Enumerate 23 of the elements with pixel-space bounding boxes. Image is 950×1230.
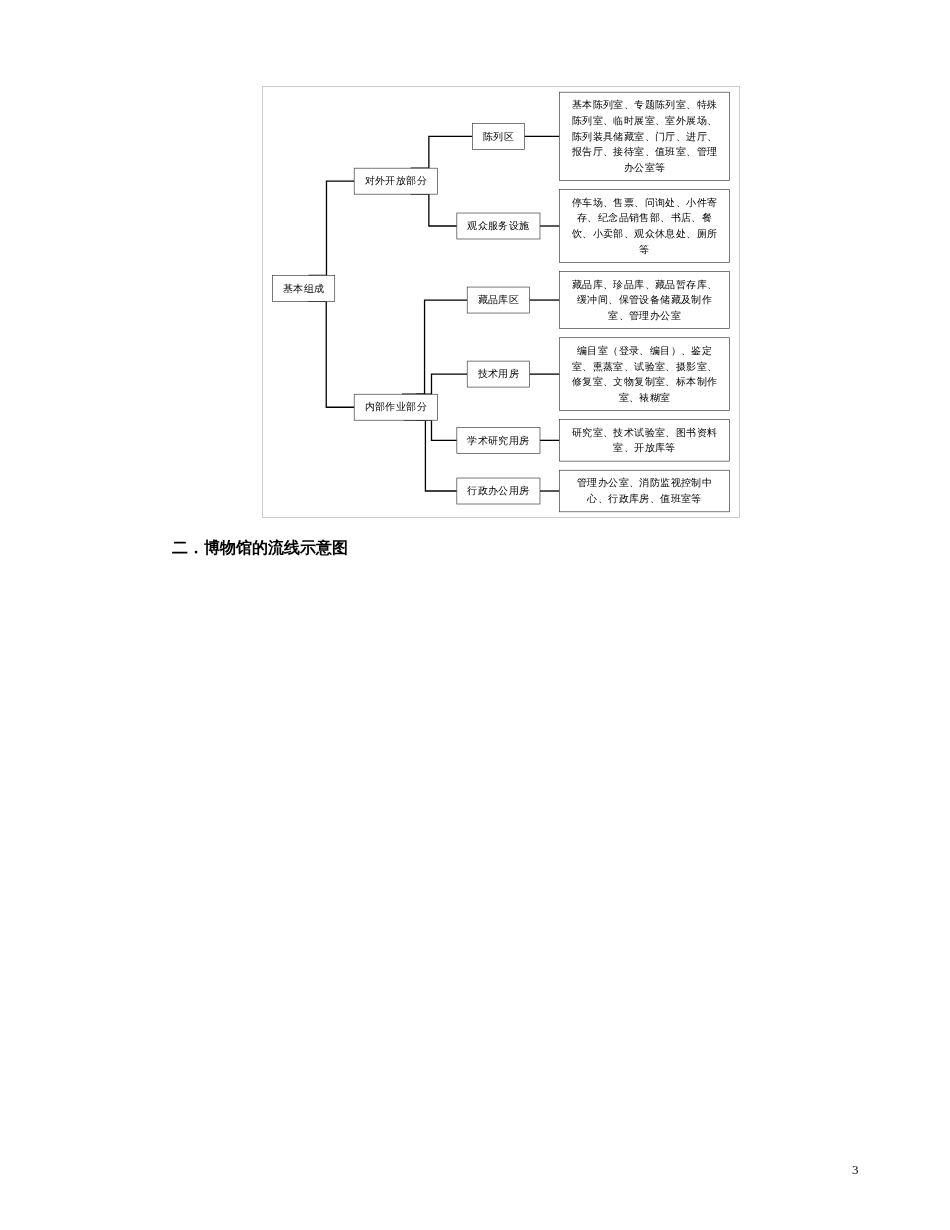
connector <box>539 439 561 441</box>
node-box: 技术用房 <box>466 360 530 388</box>
node-box: 观众服务设施 <box>456 212 541 240</box>
node-box: 基本陈列室、专题陈列室、特殊陈列室、临时展室、室外展场、陈列装具储藏室、门厅、进厅、报告厅、接待室、值班室、管理办公室等 <box>559 91 730 181</box>
node-box: 对外开放部分 <box>353 167 438 195</box>
connector <box>523 135 561 137</box>
node-box: 内部作业部分 <box>353 393 438 421</box>
node-box: 基本组成 <box>272 275 336 302</box>
section-heading: 二．博物馆的流线示意图 <box>172 538 348 559</box>
node-box: 藏品库区 <box>466 286 530 314</box>
node-box: 学术研究用房 <box>456 427 541 454</box>
connector <box>528 373 561 375</box>
connector <box>528 299 561 301</box>
page-number: 3 <box>852 1162 859 1178</box>
node-box: 停车场、售票、问询处、小件寄存、纪念品销售部、书店、餐饮、小卖部、观众休息处、厕所等 <box>559 189 730 263</box>
node-box: 编目室（登录、编目）、鉴定室、熏蒸室、试验室、摄影室、修复室、文物复制室、标本制作室、裱糊室 <box>559 337 730 411</box>
node-box: 陈列区 <box>472 123 525 150</box>
node-box: 管理办公室、消防监视控制中心、行政库房、值班室等 <box>559 469 730 513</box>
node-box: 研究室、技术试验室、图书资料室、开放库等 <box>559 419 730 462</box>
node-box: 行政办公用房 <box>456 477 541 505</box>
connector <box>539 225 561 227</box>
connector <box>539 490 561 492</box>
node-box: 藏品库、珍品库、藏品暂存库、缓冲间、保管设备储藏及制作室、管理办公室 <box>559 271 730 329</box>
